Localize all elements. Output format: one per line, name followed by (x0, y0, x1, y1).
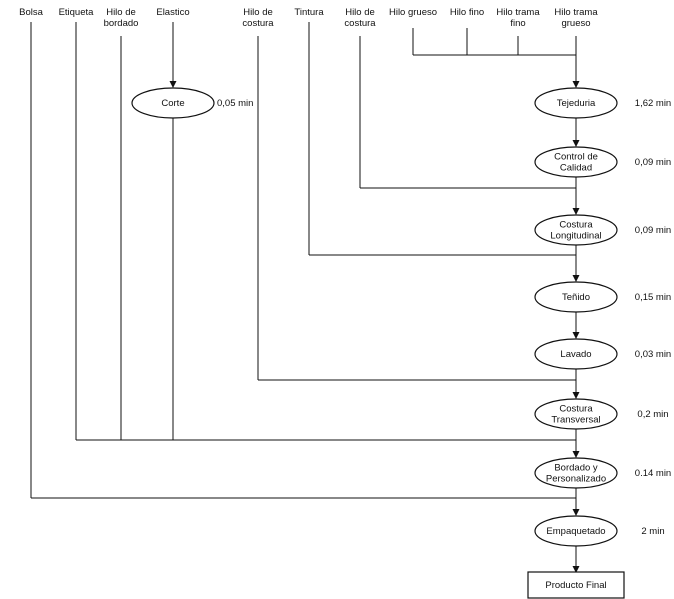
input-tintura: Tintura (294, 7, 324, 18)
input-etiqueta: Etiqueta (59, 7, 95, 18)
input-bolsa: Bolsa (19, 7, 43, 18)
process-ellipse (534, 281, 618, 313)
process-label: Empaquetado (546, 526, 605, 537)
process-time: 1,62 min (635, 98, 671, 109)
final-product: Producto Final (527, 571, 625, 599)
final-product-box (527, 571, 625, 599)
process-label: Lavado (560, 349, 591, 360)
process-ellipse (534, 214, 618, 246)
input-elastico: Elastico (156, 7, 189, 18)
process-ellipse (534, 87, 618, 119)
connector-lines (30, 22, 580, 573)
process-tejeduria: Tejeduria 1,62 min (534, 87, 671, 119)
process-ellipse (534, 146, 618, 178)
process-time: 0,15 min (635, 292, 671, 303)
process-label: Corte (161, 98, 184, 109)
process-label: Tejeduria (557, 98, 596, 109)
process-ellipse (534, 457, 618, 489)
process-time: 0,03 min (635, 349, 671, 360)
final-product-label: Producto Final (545, 580, 606, 591)
process-ellipse (534, 398, 618, 430)
process-ellipse (534, 515, 618, 547)
process-ellipse (534, 338, 618, 370)
process-label: Teñido (562, 292, 590, 303)
process-tenido: Teñido 0,15 min (534, 281, 671, 313)
process-corte: Corte 0,05 min (131, 87, 253, 119)
process-time: 0.14 min (635, 468, 671, 479)
process-time: 0,09 min (635, 225, 671, 236)
process-time: 0,05 min (217, 98, 253, 109)
input-hilo-fino: Hilo fino (450, 7, 484, 18)
process-time: 0,09 min (635, 157, 671, 168)
process-ellipse (131, 87, 215, 119)
process-time: 0,2 min (637, 409, 668, 420)
input-hilo-grueso: Hilo grueso (389, 7, 437, 18)
process-lavado: Lavado 0,03 min (534, 338, 671, 370)
process-empaquetado: Empaquetado 2 min (534, 515, 665, 547)
process-time: 2 min (641, 526, 664, 537)
